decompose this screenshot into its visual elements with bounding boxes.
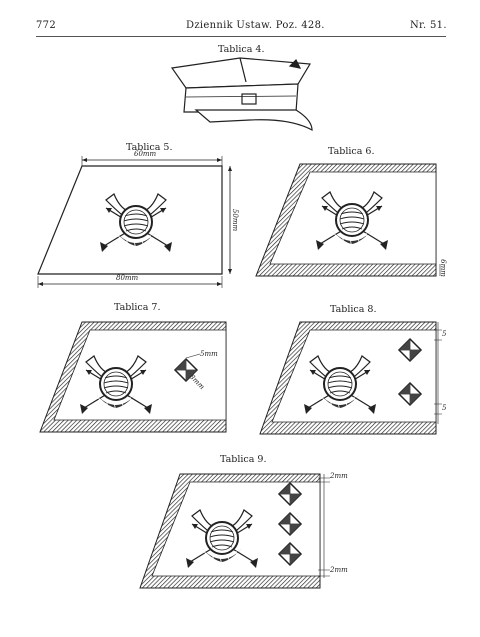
plate-6-border-dimension: 6mm	[438, 259, 447, 277]
plate-7-caption: Tablica 7.	[114, 302, 161, 313]
plate-9-drawing	[139, 473, 330, 589]
issue-number: Nr. 51.	[410, 20, 447, 31]
plate-7-dimension-a: 5mm	[200, 350, 218, 358]
plate-4-caption: Tablica 4.	[218, 44, 265, 55]
plate-8-drawing	[259, 321, 442, 435]
plate-9-top-dimension: 2mm	[330, 472, 348, 480]
plate-7-drawing	[39, 321, 227, 433]
plate-6-drawing	[255, 163, 441, 277]
journal-title: Dziennik Ustaw. Poz. 428.	[186, 20, 325, 31]
plate-5-top-dimension: 60mm	[134, 150, 157, 158]
plate-6-caption: Tablica 6.	[328, 146, 375, 157]
plate-9-caption: Tablica 9.	[220, 454, 267, 465]
plate-5-drawing	[37, 156, 232, 288]
header-rule	[36, 36, 446, 37]
military-cap-icon	[170, 57, 313, 132]
plate-8-caption: Tablica 8.	[330, 304, 377, 315]
page-number: 772	[36, 20, 56, 31]
plate-5-caption: Tablica 5.	[126, 142, 173, 153]
plate-8-top-dimension: 5	[442, 330, 447, 338]
plate-8-bottom-dimension: 5	[442, 404, 447, 412]
plate-5-side-dimension: 50mm	[231, 208, 240, 232]
plate-9-bottom-dimension: 2mm	[330, 566, 348, 574]
plate-5-bottom-dimension: 80mm	[116, 274, 139, 282]
